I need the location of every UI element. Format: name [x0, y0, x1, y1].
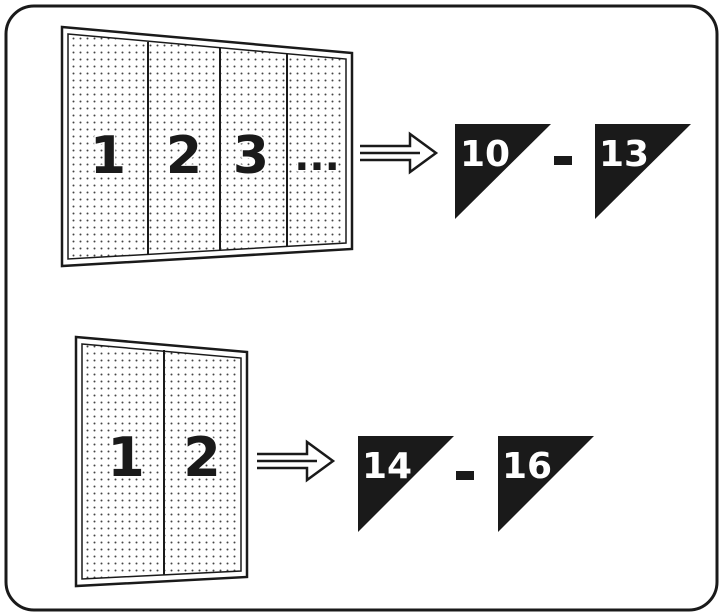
pegboard-narrow: 1 2 — [76, 337, 247, 586]
panel-number: 3 — [233, 126, 269, 186]
panel-ellipsis: ... — [294, 134, 340, 180]
panel-number: 1 — [90, 126, 126, 186]
dash-icon — [456, 471, 474, 480]
range-start-label: 10 — [460, 134, 510, 175]
range-start-label: 14 — [362, 446, 412, 487]
pegboard-wide: 1 2 3 ... — [62, 27, 352, 266]
range-end-label: 16 — [502, 446, 552, 487]
panel-number: 2 — [183, 426, 221, 489]
panel-number: 1 — [107, 426, 145, 489]
panel-number: 2 — [166, 126, 202, 186]
dash-icon — [554, 156, 572, 165]
range-end-label: 13 — [599, 134, 649, 175]
